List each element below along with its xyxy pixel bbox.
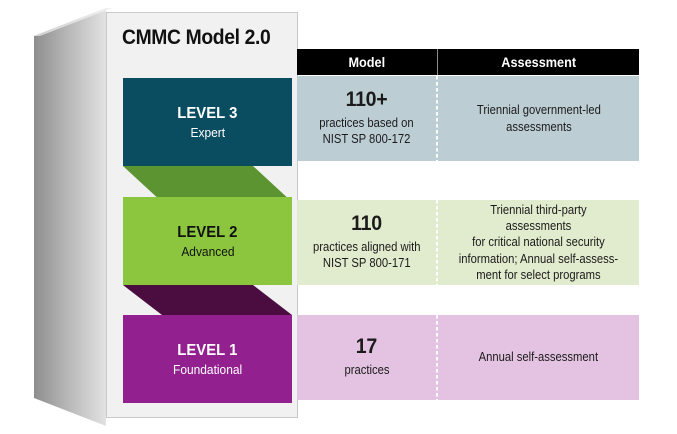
practice-detail-level-3: practices based on NIST SP 800-172 <box>319 116 414 147</box>
three-d-spine <box>34 8 112 426</box>
level-2-title: LEVEL 2 <box>177 223 238 241</box>
level-block-2[interactable]: LEVEL 2 Advanced <box>123 197 292 285</box>
model-cell-level-1: 17 practices <box>297 315 436 400</box>
assessment-text-level-3: Triennial government-led assessments <box>476 103 601 134</box>
row-divider-level-2 <box>436 200 439 285</box>
connector-level-3-to-2 <box>123 166 292 202</box>
practice-detail-level-2: practices aligned with NIST SP 800-171 <box>312 240 421 271</box>
assessment-cell-level-1: Annual self-assessment <box>438 315 639 400</box>
page-title: CMMC Model 2.0 <box>122 26 271 49</box>
header-divider <box>436 49 438 75</box>
level-block-1[interactable]: LEVEL 1 Foundational <box>123 315 292 403</box>
level-block-3[interactable]: LEVEL 3 Expert <box>123 78 292 166</box>
level-3-title: LEVEL 3 <box>177 104 238 122</box>
table-row-level-1: 17 practices Annual self-assessment <box>297 315 639 400</box>
model-cell-level-2: 110 practices aligned with NIST SP 800-1… <box>297 200 436 285</box>
level-1-tier: Foundational <box>172 361 243 377</box>
connector-level-2-to-1 <box>123 285 292 315</box>
level-1-title: LEVEL 1 <box>177 341 238 359</box>
level-3-tier: Expert <box>190 124 225 140</box>
practice-detail-level-1: practices <box>344 363 390 378</box>
row-divider-level-3 <box>436 76 439 161</box>
practice-count-level-3: 110+ <box>345 88 388 112</box>
assessment-cell-level-2: Triennial third-party assessments for cr… <box>438 200 639 285</box>
table-row-level-3: 110+ practices based on NIST SP 800-172 … <box>297 76 639 161</box>
practice-count-level-2: 110 <box>351 212 382 236</box>
table-row-level-2: 110 practices aligned with NIST SP 800-1… <box>297 200 639 285</box>
practice-count-level-1: 17 <box>355 335 378 359</box>
assessment-text-level-1: Annual self-assessment <box>478 350 599 365</box>
assessment-cell-level-3: Triennial government-led assessments <box>438 76 639 161</box>
column-header-model: Model <box>348 54 386 70</box>
table-header: Model Assessment <box>297 49 639 75</box>
row-divider-level-1 <box>436 315 439 400</box>
model-cell-level-3: 110+ practices based on NIST SP 800-172 <box>297 76 436 161</box>
assessment-text-level-2: Triennial third-party assessments for cr… <box>458 202 619 282</box>
level-2-tier: Advanced <box>180 243 235 259</box>
column-header-assessment: Assessment <box>500 54 576 70</box>
